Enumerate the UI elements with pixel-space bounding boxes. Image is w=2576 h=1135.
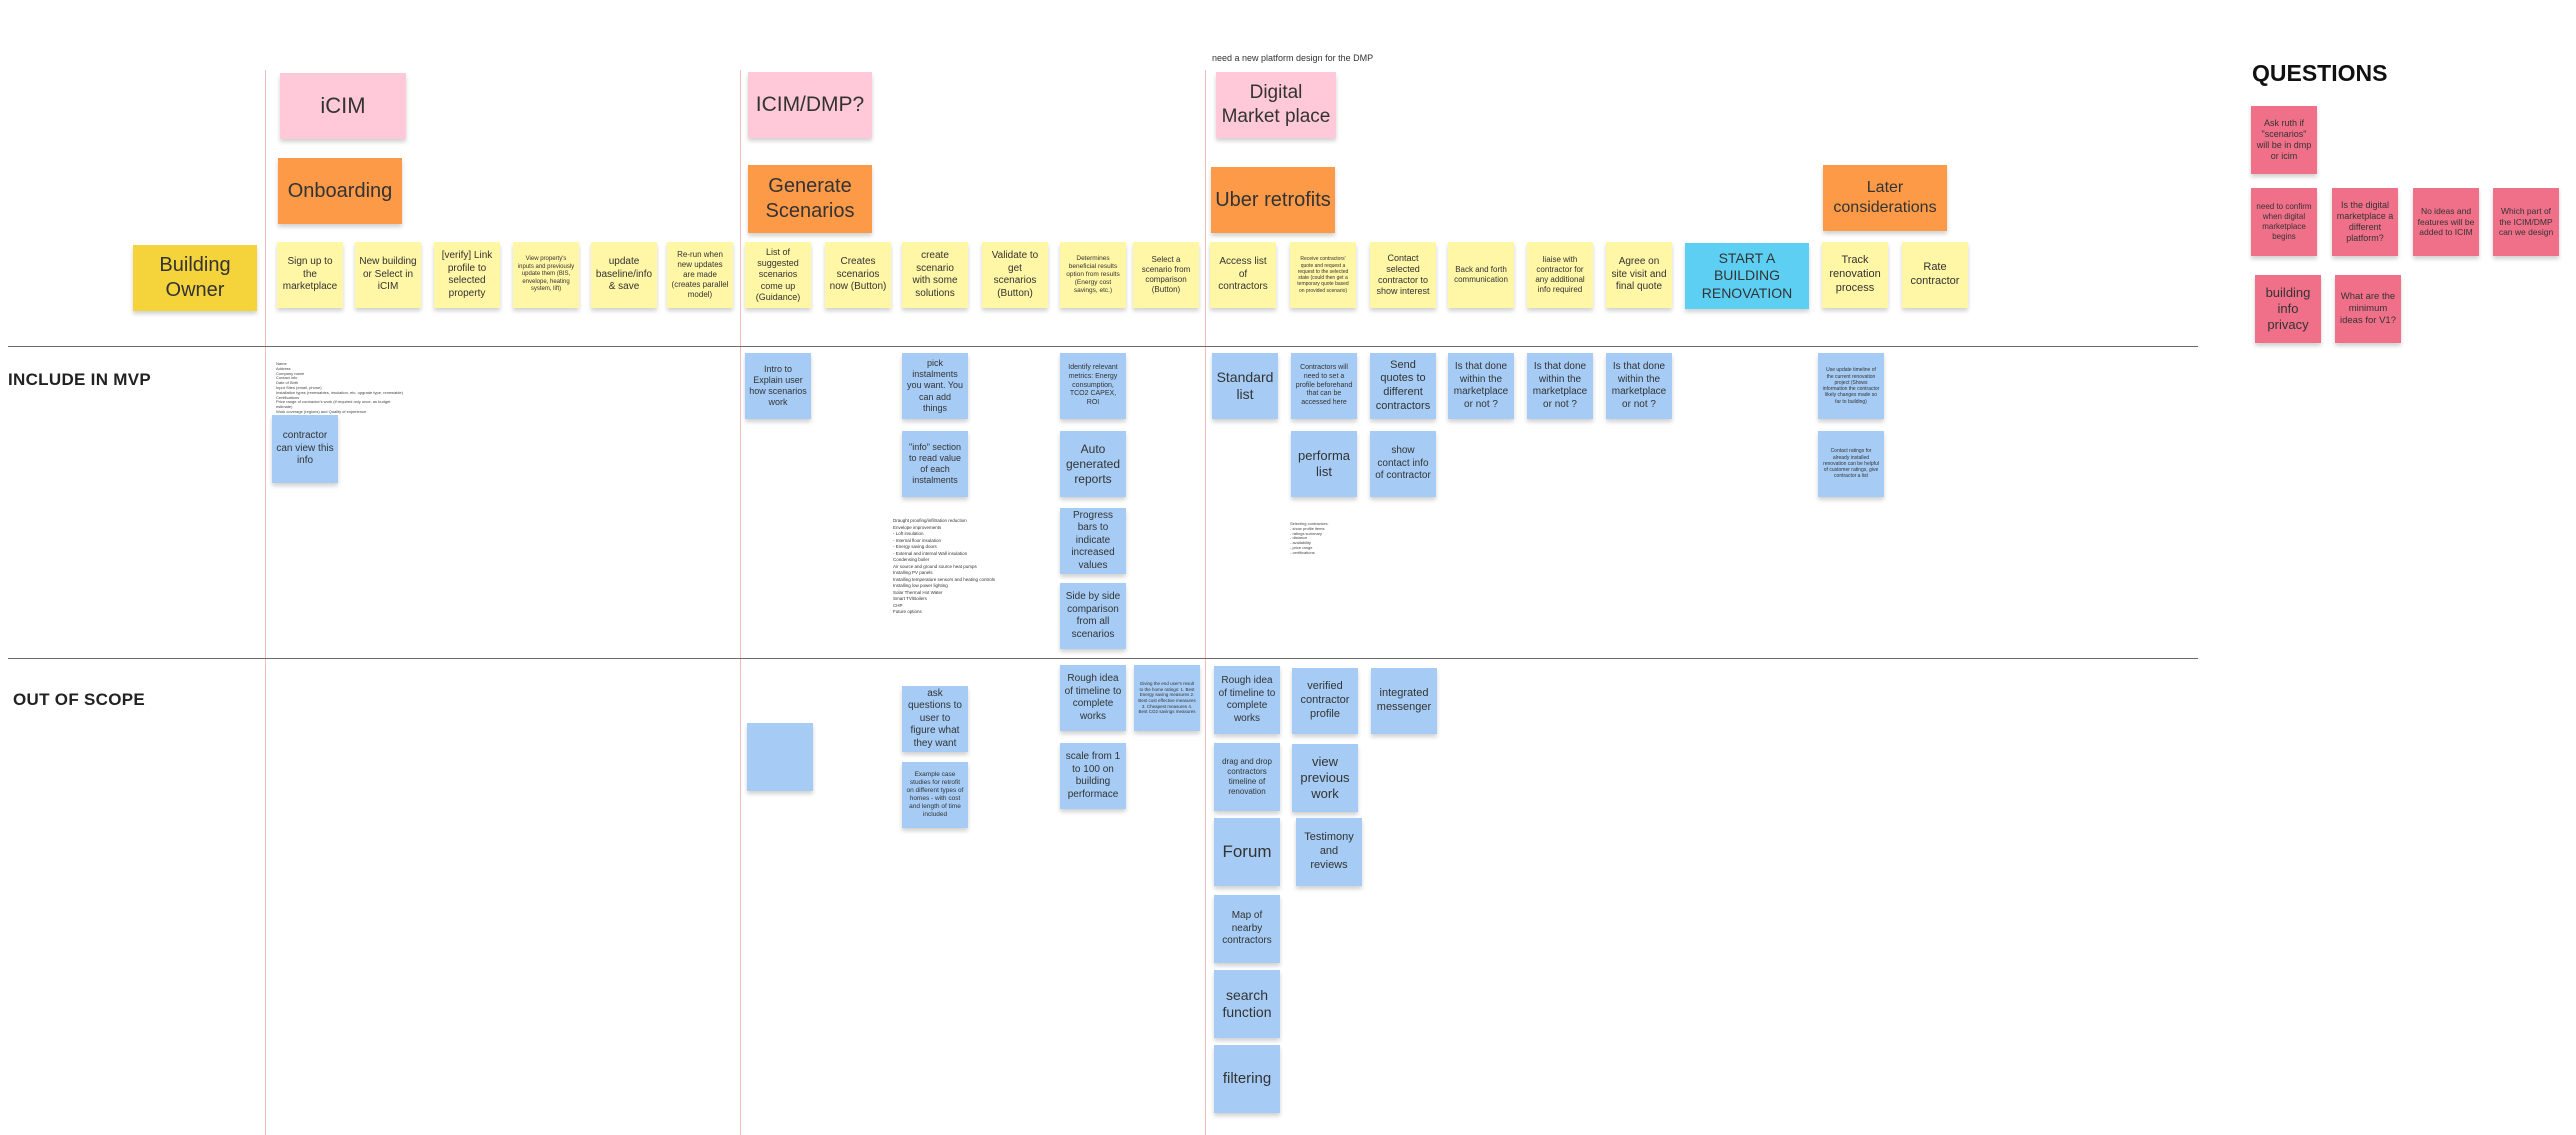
mvp-note-send-quotes[interactable]: Send quotes to different contractors (1370, 353, 1436, 419)
question-note-confirm-marketplace[interactable]: need to confirm when digital marketplace… (2251, 188, 2317, 256)
oos-note-rough-timeline-1[interactable]: Rough idea of timeline to complete works (1060, 665, 1126, 731)
journey-note-update-baseline[interactable]: update baseline/info & save (591, 242, 657, 308)
mvp-note-standard-list[interactable]: Standard list (1212, 353, 1278, 419)
mvp-note-show-contact[interactable]: show contact info of contractor (1370, 431, 1436, 497)
question-note-building-info-privacy[interactable]: building info privacy (2255, 275, 2321, 343)
phase-note-onboarding[interactable]: Onboarding (278, 158, 402, 224)
row-divider-out-of-scope (8, 658, 2198, 659)
oos-note-ask-questions[interactable]: ask questions to user to figure what the… (902, 686, 968, 752)
mvp-note-identify-metrics[interactable]: Identify relevant metrics: Energy consum… (1060, 353, 1126, 419)
question-note-ask-ruth[interactable]: Ask ruth if "scenarios" will be in dmp o… (2251, 106, 2317, 174)
oos-note-testimony-reviews[interactable]: Testimony and reviews (1296, 818, 1362, 886)
canvas-note-text: need a new platform design for the DMP (1212, 53, 1374, 63)
mvp-note-done-marketplace-1[interactable]: Is that done within the marketplace or n… (1448, 353, 1514, 419)
journey-note-back-forth[interactable]: Back and forth communication (1448, 242, 1514, 308)
column-divider-icim (265, 70, 266, 1135)
mvp-note-intro-scenarios[interactable]: Intro to Explain user how scenarios work (745, 353, 811, 419)
oos-note-end-user-results[interactable]: Giving the end user's result to the home… (1134, 665, 1200, 731)
mvp-note-done-marketplace-3[interactable]: Is that done within the marketplace or n… (1606, 353, 1672, 419)
mvp-tiny-selecting-contractors: Selecting contractors: - show profile it… (1290, 521, 1329, 555)
mvp-note-side-by-side[interactable]: Side by side comparison from all scenari… (1060, 583, 1126, 649)
journey-note-receive-quote[interactable]: Receive contractors' quote and request a… (1290, 242, 1356, 308)
mvp-note-contractor-view[interactable]: contractor can view this info (272, 415, 338, 483)
question-note-different-platform[interactable]: Is the digital marketplace a different p… (2332, 188, 2398, 256)
journey-note-agree-site-visit[interactable]: Agree on site visit and final quote (1606, 242, 1672, 308)
row-divider-mvp (8, 346, 2198, 347)
oos-note-view-previous-work[interactable]: view previous work (1292, 744, 1358, 812)
oos-note-scale-performance[interactable]: scale from 1 to 100 on building performa… (1060, 743, 1126, 809)
oos-note-search-function[interactable]: search function (1214, 970, 1280, 1038)
journey-note-validate-scenarios[interactable]: Validate to get scenarios (Button) (982, 242, 1048, 308)
journey-note-contact-selected[interactable]: Contact selected contractor to show inte… (1370, 242, 1436, 308)
questions-title: QUESTIONS (2252, 60, 2388, 86)
journey-note-rate-contractor[interactable]: Rate contractor (1902, 242, 1968, 308)
oos-note-map-nearby[interactable]: Map of nearby contractors (1214, 895, 1280, 963)
mvp-note-pick-instalments[interactable]: pick instalments you want. You can add t… (902, 353, 968, 419)
mvp-note-contact-ratings[interactable]: Contact ratings for already installed re… (1818, 431, 1884, 497)
section-label-out-of-scope: OUT OF SCOPE (13, 690, 146, 709)
journey-note-creates-scenarios[interactable]: Creates scenarios now (Button) (825, 242, 891, 308)
question-note-no-ideas-icim[interactable]: No ideas and features will be added to I… (2413, 188, 2479, 256)
oos-note-drag-drop[interactable]: drag and drop contractors timeline of re… (1214, 743, 1280, 811)
phase-note-later-considerations[interactable]: Later considerations (1823, 165, 1947, 231)
journey-note-liaise[interactable]: liaise with contractor for any additiona… (1527, 242, 1593, 308)
journey-note-access-list[interactable]: Access list of contractors (1210, 242, 1276, 308)
mvp-note-done-marketplace-2[interactable]: Is that done within the marketplace or n… (1527, 353, 1593, 419)
oos-note-rough-timeline-2[interactable]: Rough idea of timeline to complete works (1214, 666, 1280, 734)
oos-note-example-cases[interactable]: Example case studies for retrofit on dif… (902, 762, 968, 828)
journey-note-track-renovation[interactable]: Track renovation process (1822, 242, 1888, 308)
oos-note-blank[interactable] (747, 723, 813, 791)
oos-note-forum[interactable]: Forum (1214, 818, 1280, 886)
mvp-text-retrofit-list: Draught proofing/infiltration reduction … (893, 518, 996, 615)
header-note-digital-marketplace[interactable]: Digital Market place (1216, 72, 1336, 138)
section-label-include-mvp: INCLUDE IN MVP (8, 370, 152, 389)
column-divider-dmp (740, 70, 741, 1135)
journey-note-list-scenarios[interactable]: List of suggested scenarios come up (Gui… (745, 242, 811, 308)
oos-note-integrated-messenger[interactable]: integrated messenger (1371, 668, 1437, 734)
mvp-note-timeline-update[interactable]: Use update timeline of the current renov… (1818, 353, 1884, 419)
journey-note-select-scenario[interactable]: Select a scenario from comparison (Butto… (1133, 242, 1199, 308)
question-note-which-part[interactable]: Which part of the ICIM/DMP can we design (2493, 188, 2559, 256)
oos-note-verified-profile[interactable]: verified contractor profile (1292, 668, 1358, 734)
mvp-note-performa-list[interactable]: performa list (1291, 431, 1357, 497)
journey-note-view-property[interactable]: View property's inputs and previously up… (513, 242, 579, 308)
journey-note-sign-up[interactable]: Sign up to the marketplace (277, 242, 343, 308)
column-divider-marketplace (1205, 70, 1206, 1135)
journey-note-new-building[interactable]: New building or Select in iCIM (355, 242, 421, 308)
mvp-tiny-contractor-fields: Name Address Company name Contact info D… (276, 361, 403, 414)
mvp-note-progress-bars[interactable]: Progress bars to indicate increased valu… (1060, 508, 1126, 574)
mvp-note-info-section[interactable]: "info" section to read value of each ins… (902, 431, 968, 497)
journey-note-verify-profile[interactable]: [verify] Link profile to selected proper… (434, 242, 500, 308)
mvp-note-contractors-profile[interactable]: Contractors will need to set a profile b… (1291, 353, 1357, 419)
journey-note-rerun[interactable]: Re-run when new updates are made (create… (667, 242, 733, 308)
mvp-note-auto-reports[interactable]: Auto generated reports (1060, 431, 1126, 497)
persona-note-building-owner[interactable]: Building Owner (133, 245, 257, 311)
oos-note-filtering[interactable]: filtering (1214, 1045, 1280, 1113)
phase-note-uber-retrofits[interactable]: Uber retrofits (1211, 167, 1335, 233)
header-note-icim[interactable]: iCIM (280, 73, 406, 139)
phase-note-generate-scenarios[interactable]: Generate Scenarios (748, 165, 872, 233)
question-note-minimum-ideas[interactable]: What are the minimum ideas for V1? (2335, 275, 2401, 343)
journey-note-create-solutions[interactable]: create scenario with some solutions (902, 242, 968, 308)
header-note-icim-dmp[interactable]: ICIM/DMP? (748, 72, 872, 138)
journey-note-determines-results[interactable]: Determines beneficial results option fro… (1060, 242, 1126, 308)
journey-note-start-renovation[interactable]: START A BUILDING RENOVATION (1685, 243, 1809, 309)
